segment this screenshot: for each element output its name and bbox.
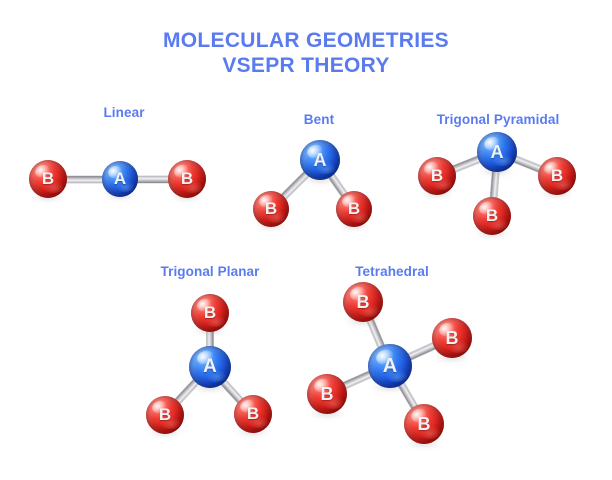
atom-sphere [432,318,472,358]
atom-sphere [307,374,347,414]
atom-b-trigonal-planar-3[interactable]: B [234,395,272,437]
atom-b-linear-2[interactable]: B [168,160,206,202]
atom-sphere [146,396,184,434]
atom-sphere [253,191,289,227]
bond [63,175,106,183]
geometry-label-linear: Linear [103,105,145,120]
geometry-label-bent: Bent [303,112,335,127]
atom-a-trigonal-planar[interactable]: A [189,346,231,392]
atom-sphere [234,395,272,433]
atom-b-tetrahedral-4[interactable]: B [404,404,444,448]
page-title-line-1: MOLECULAR GEOMETRIES [162,29,449,52]
atom-b-tetrahedral-3[interactable]: B [307,374,347,418]
atom-sphere [538,157,576,195]
atom-a-tetrahedral[interactable]: A [368,344,412,392]
atom-sphere [168,160,206,198]
atom-b-bent-1[interactable]: B [253,191,289,231]
atom-sphere [477,132,517,172]
atom-sphere [300,140,340,180]
geometry-label-tetrahedral: Tetrahedral [355,264,429,279]
geometry-label-trigonal-pyramidal: Trigonal Pyramidal [436,112,560,127]
geometry-label-trigonal-planar: Trigonal Planar [160,264,260,279]
bond [134,175,172,183]
atom-sphere [191,294,229,332]
page-title: MOLECULAR GEOMETRIES VSEPR THEORY [0,28,612,78]
atom-sphere [336,191,372,227]
atom-b-trigonal-pyramidal-3[interactable]: B [473,197,511,239]
atom-b-trigonal-pyramidal-2[interactable]: B [538,157,576,199]
atom-a-bent[interactable]: A [300,140,340,184]
atom-b-bent-2[interactable]: B [336,191,372,231]
atom-sphere [29,160,67,198]
atom-sphere [102,161,138,197]
atom-a-trigonal-pyramidal[interactable]: A [477,132,517,176]
atom-b-trigonal-pyramidal-1[interactable]: B [418,157,456,199]
atom-b-tetrahedral-2[interactable]: B [432,318,472,362]
atom-sphere [189,346,231,388]
atom-sphere [404,404,444,444]
atom-b-tetrahedral-1[interactable]: B [343,282,383,326]
atom-sphere [473,197,511,235]
atom-sphere [418,157,456,195]
page-title-line-2: VSEPR THEORY [222,54,390,77]
atom-a-linear[interactable]: A [102,161,138,201]
atom-b-trigonal-planar-2[interactable]: B [146,396,184,438]
atom-sphere [343,282,383,322]
atom-b-trigonal-planar-1[interactable]: B [191,294,229,336]
atom-b-linear-1[interactable]: B [29,160,67,202]
atom-sphere [368,344,412,388]
